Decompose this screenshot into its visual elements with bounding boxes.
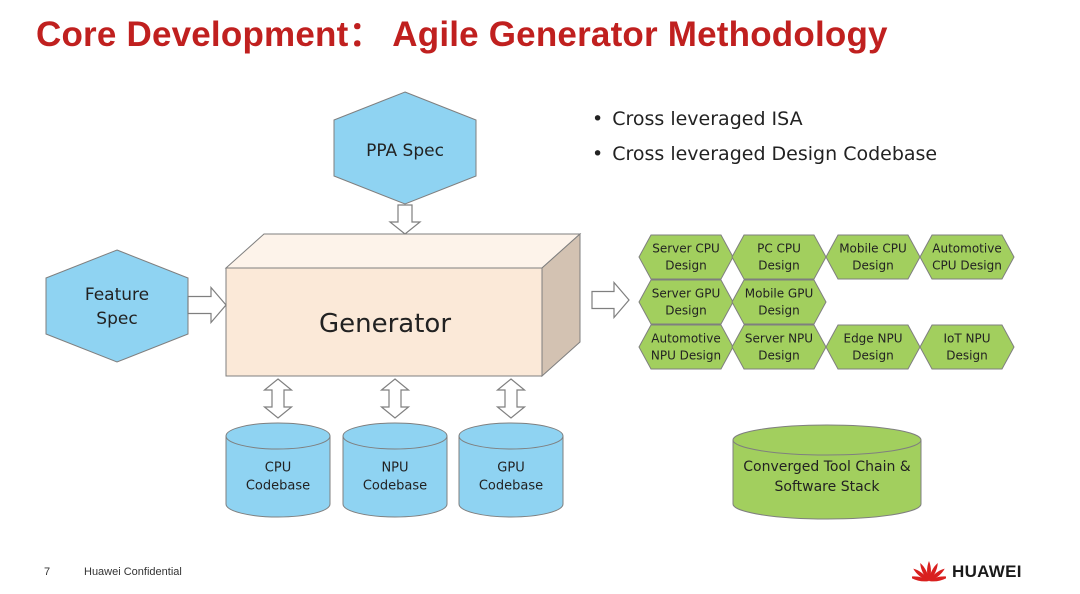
generator-codebase-arrow bbox=[379, 378, 411, 419]
toolchain-cylinder-shape bbox=[732, 424, 922, 520]
bullet-list: Cross leveraged ISA Cross leveraged Desi… bbox=[592, 104, 937, 174]
ppa-to-generator-arrow bbox=[388, 204, 422, 235]
ppa-spec-hexagon bbox=[333, 91, 477, 205]
page-number: 7 bbox=[44, 566, 51, 578]
confidential-note: Huawei Confidential bbox=[84, 566, 182, 578]
toolchain-cylinder: Converged Tool Chain &Software Stack bbox=[732, 424, 922, 520]
bullet-item: Cross leveraged Design Codebase bbox=[592, 139, 937, 174]
brand-name: HUAWEI bbox=[952, 562, 1022, 581]
codebase-cylinder bbox=[225, 422, 331, 518]
ppa-spec-label: PPA Spec bbox=[366, 141, 444, 161]
feature-to-generator-arrow bbox=[187, 285, 227, 325]
generator-front-face bbox=[225, 267, 543, 377]
flow-arrows bbox=[187, 204, 630, 419]
design-hexagon bbox=[731, 279, 827, 325]
slide-title: Core Development： Agile Generator Method… bbox=[36, 15, 888, 54]
feature-spec-hexagon bbox=[45, 249, 189, 363]
design-hexagon bbox=[919, 324, 1015, 370]
huawei-petal-logo-icon bbox=[912, 561, 946, 582]
generator-to-designs-arrow bbox=[591, 280, 630, 320]
generator-block: Generator bbox=[224, 232, 582, 378]
generator-codebase-arrow bbox=[495, 378, 527, 419]
codebase-cylinder bbox=[458, 422, 564, 518]
generator-label: Generator bbox=[319, 309, 451, 339]
design-hexagon bbox=[919, 234, 1015, 280]
huawei-logo: HUAWEI bbox=[912, 558, 1022, 586]
codebase-cylinder bbox=[342, 422, 448, 518]
toolchain-label: Converged Tool Chain &Software Stack bbox=[743, 459, 911, 495]
generator-top-face bbox=[224, 233, 582, 269]
generator-codebase-arrow bbox=[262, 378, 294, 419]
bullet-item: Cross leveraged ISA bbox=[592, 104, 937, 139]
